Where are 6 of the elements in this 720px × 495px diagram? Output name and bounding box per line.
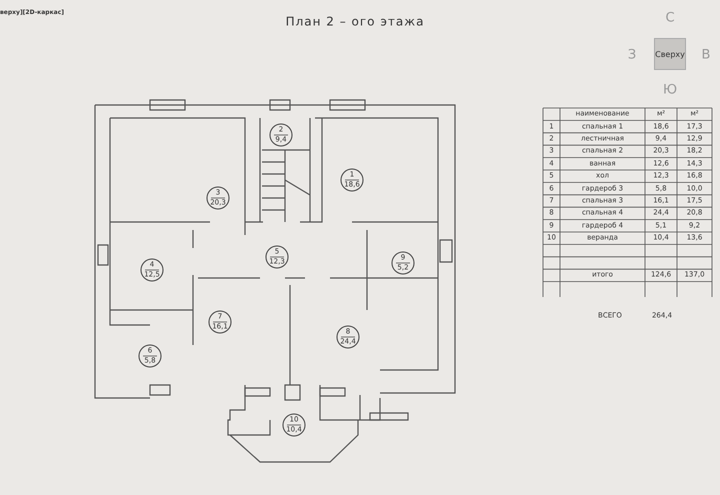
west-letter: З: [628, 50, 636, 60]
view-cube-button: Сверху: [654, 38, 686, 70]
east-letter: В: [702, 50, 710, 60]
plan-title: План 2 – ого этажа: [286, 18, 424, 26]
north-letter: С: [665, 14, 675, 22]
south-letter: Ю: [662, 86, 678, 94]
